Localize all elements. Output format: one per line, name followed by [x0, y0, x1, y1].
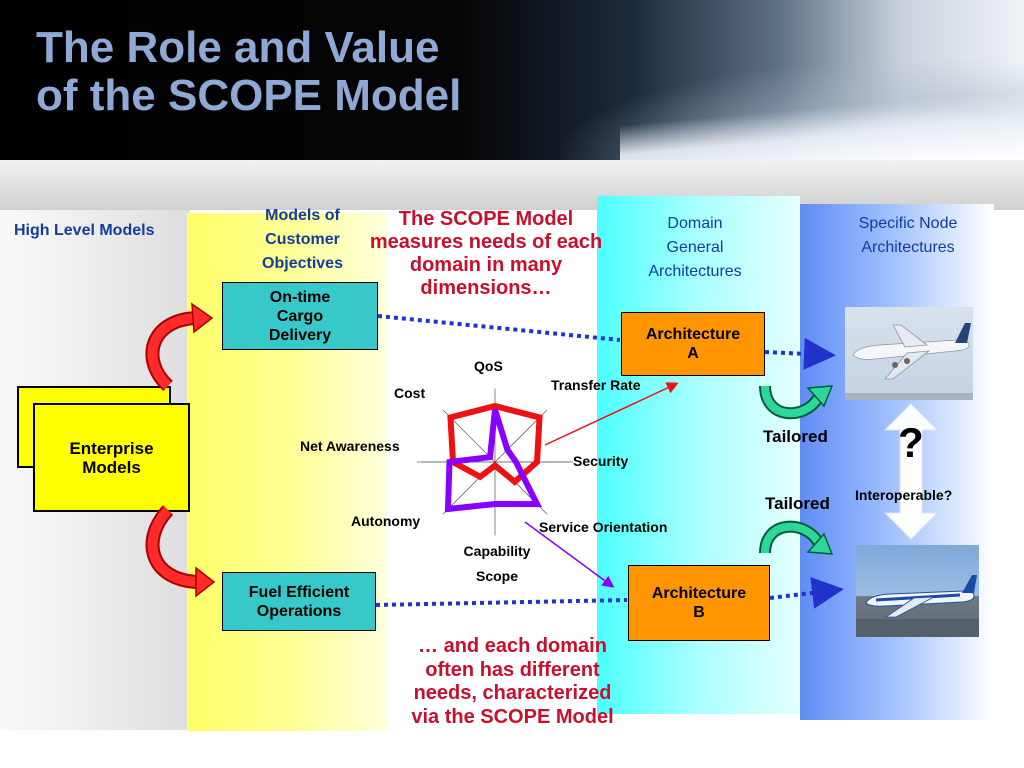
radar-axis-label: Service Orientation: [539, 519, 668, 535]
double-headed-arrow-icon: [883, 403, 939, 540]
radar-series-1: [447, 402, 543, 486]
green-curved-arrow-icon: [759, 385, 834, 420]
service-orientation-arrow: [524, 521, 615, 588]
tailored-label: Tailored: [763, 427, 828, 446]
radar-axis-label: Capability Scope: [463, 543, 531, 584]
radar-axis-label: Cost: [394, 385, 426, 401]
connector-arch-b-to-plane: [769, 577, 844, 609]
connector-ontime-to-arch-a: [377, 314, 621, 342]
customer-objectives-label: Models of Customer Objectives: [262, 207, 343, 272]
green-curved-arrow-icon: [759, 520, 834, 555]
enterprise-models-box: Enterprise Models: [33, 403, 190, 512]
interoperable-label: Interoperable?: [855, 487, 953, 503]
question-mark: ?: [898, 419, 924, 466]
radar-axis-label: Autonomy: [351, 513, 421, 529]
scope-callout-bottom: … and each domain often has different ne…: [411, 635, 614, 728]
architecture-a-box: Architecture A: [621, 312, 765, 376]
architecture-b-box: Architecture B: [628, 565, 770, 641]
page-title: The Role and Value of the SCOPE Model: [36, 23, 462, 120]
airplane-photo: [845, 307, 973, 400]
radar-axis-label: Net Awareness: [300, 438, 400, 454]
radar-axis-label: Security: [573, 453, 629, 469]
domain-general-label: Domain General Architectures: [648, 215, 742, 280]
sub-band: [0, 160, 1024, 210]
airplane-photo: [856, 545, 979, 637]
specific-node-label: Specific Node Architectures: [858, 215, 958, 256]
transfer-rate-arrow: [544, 382, 679, 446]
tailored-label: Tailored: [765, 494, 830, 513]
red-curved-arrow-icon: [145, 505, 216, 598]
red-curved-arrow-icon: [145, 302, 214, 392]
radar-axis-label: QoS: [474, 358, 503, 374]
fuel-efficient-box: Fuel Efficient Operations: [222, 572, 376, 631]
ontime-cargo-box: On-time Cargo Delivery: [222, 282, 378, 350]
header-banner: [0, 0, 1024, 170]
high-level-models-label: High Level Models: [14, 222, 155, 239]
scope-callout-top: The SCOPE Model measures needs of each d…: [369, 208, 603, 299]
connector-arch-a-to-plane: [764, 337, 836, 370]
radar-series-2: [444, 408, 542, 513]
connector-fuel-to-arch-b: [375, 598, 628, 607]
scope-radar-chart: [417, 388, 573, 536]
radar-axis-label: Transfer Rate: [551, 377, 641, 393]
